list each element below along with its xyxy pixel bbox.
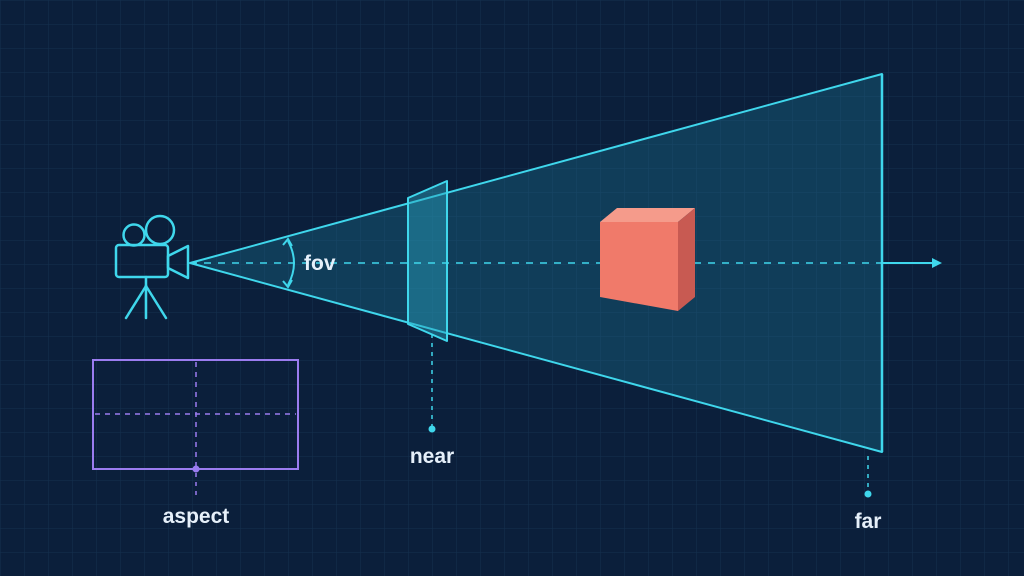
fov-arc	[282, 237, 295, 289]
far-label: far	[855, 510, 882, 533]
far-guide-dot	[864, 490, 872, 498]
near-plane	[407, 180, 448, 342]
aspect-label: aspect	[163, 505, 230, 528]
aspect-frame	[92, 359, 299, 499]
near-guide-dot	[428, 425, 436, 433]
cube-icon	[600, 208, 695, 311]
movie-camera-icon	[114, 214, 190, 320]
near-label: near	[410, 445, 454, 468]
fov-label: fov	[304, 252, 336, 275]
